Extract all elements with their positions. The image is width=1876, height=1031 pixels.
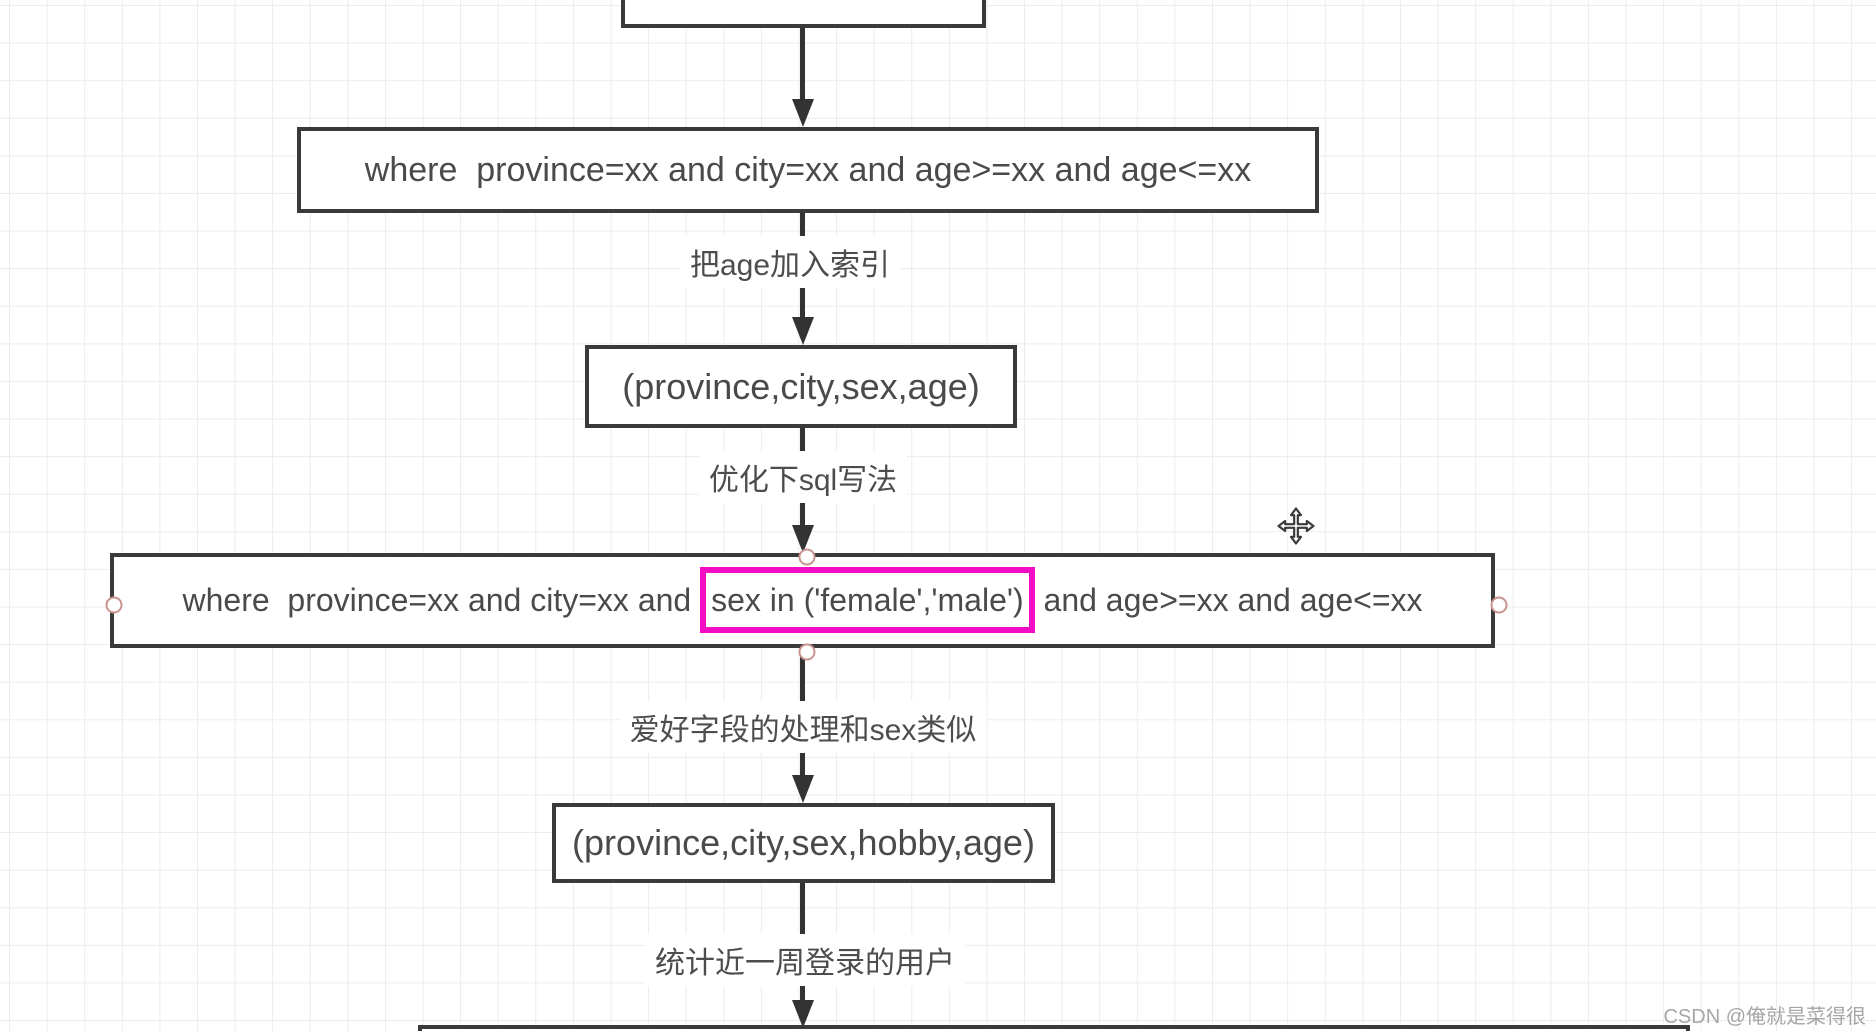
connection-handle-bottom[interactable] — [798, 643, 816, 661]
arrow-down-icon — [792, 525, 814, 553]
flow-node-bottom-partial[interactable] — [418, 1025, 1690, 1031]
arrow-down-icon — [792, 99, 814, 127]
sql-text-after: and age>=xx and age<=xx — [1034, 582, 1423, 618]
edge-label-weekly-login-users[interactable]: 统计近一周登录的用户 — [645, 934, 965, 986]
edge-label-hobby-like-sex[interactable]: 爱好字段的处理和sex类似 — [619, 701, 987, 753]
flow-node-top-partial[interactable] — [621, 0, 986, 28]
node-text: (province,city,sex,hobby,age) — [572, 822, 1035, 863]
arrow-down-icon — [792, 1000, 814, 1028]
flow-node-where-age[interactable]: where province=xx and city=xx and age>=x… — [297, 127, 1319, 213]
move-cursor-icon — [1277, 507, 1315, 545]
connector-1-shaft[interactable] — [800, 24, 805, 101]
flow-node-index-province-city-sex-age[interactable]: (province,city,sex,age) — [585, 345, 1017, 428]
arrow-down-icon — [792, 775, 814, 803]
flow-node-where-sex-in[interactable]: where province=xx and city=xx and sex in… — [105, 548, 1508, 661]
edge-label-optimize-sql[interactable]: 优化下sql写法 — [698, 451, 908, 503]
arrow-down-icon — [792, 317, 814, 345]
watermark: CSDN @俺就是菜得很 — [1663, 1006, 1866, 1028]
connection-handle-left[interactable] — [105, 596, 123, 614]
connection-handle-right[interactable] — [1490, 596, 1508, 614]
connection-handle-top[interactable] — [798, 548, 816, 566]
sql-text-before: where province=xx and city=xx and — [182, 582, 701, 618]
magenta-highlight-box[interactable]: sex in ('female','male') — [700, 567, 1035, 633]
node-text: where province=xx and city=xx and age>=x… — [364, 150, 1252, 189]
flow-node-index-province-city-sex-hobby-age[interactable]: (province,city,sex,hobby,age) — [552, 803, 1055, 883]
node-text: (province,city,sex,age) — [622, 365, 980, 407]
edge-label-add-age-to-index[interactable]: 把age加入索引 — [679, 236, 901, 288]
node-text: where province=xx and city=xx and sex in… — [182, 567, 1423, 633]
